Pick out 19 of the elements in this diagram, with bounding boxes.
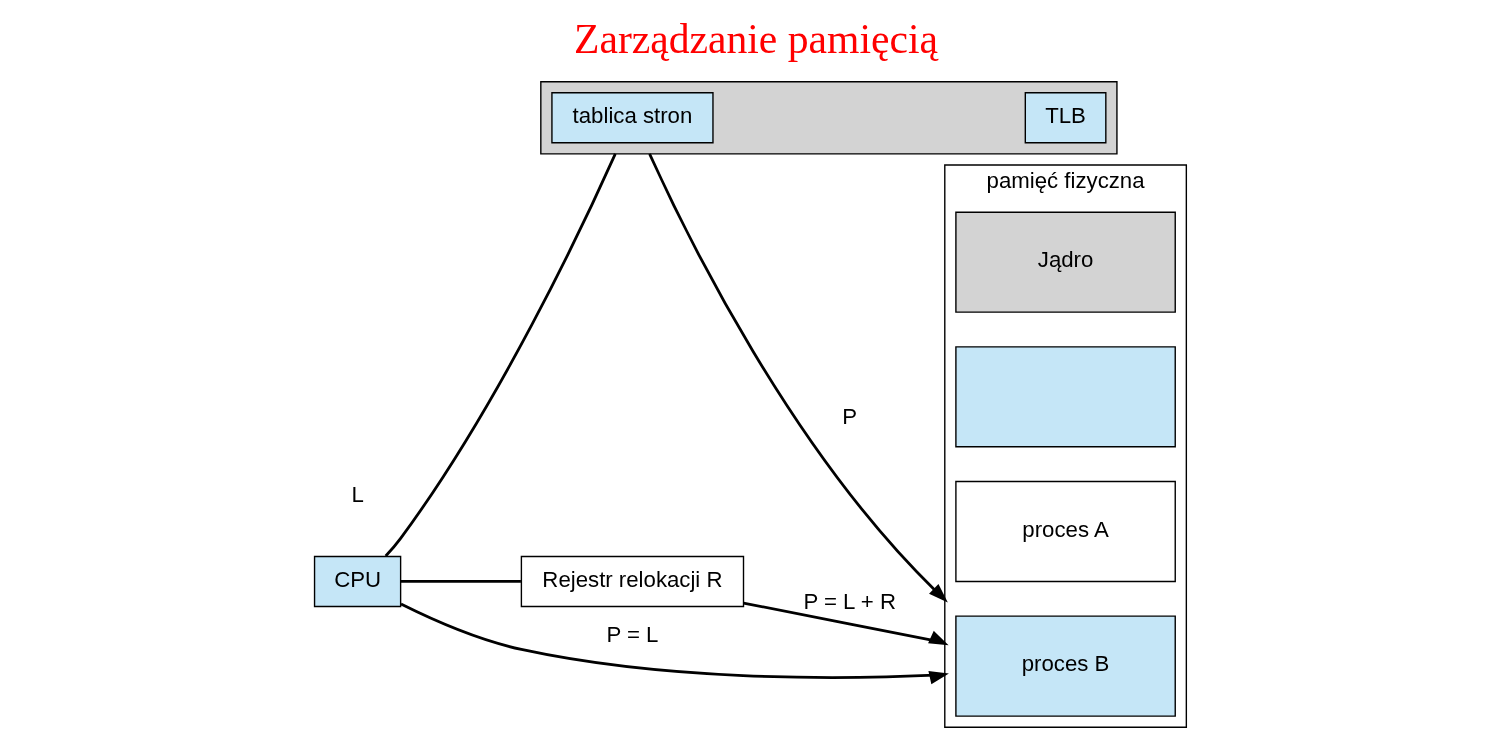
arrow: [743, 601, 949, 646]
edge-label: P = L + R: [803, 588, 896, 614]
diagram-title: Zarządzanie pamięcią: [574, 15, 938, 62]
node-box: CPU: [313, 555, 402, 608]
node-box: Rejestr relokacji R: [520, 555, 745, 608]
edge-label: P: [842, 404, 858, 430]
node-box: tablica stron: [551, 92, 714, 144]
node-box: proces A: [955, 480, 1176, 583]
node-box: [955, 346, 1176, 448]
label: L: [351, 482, 364, 508]
edge-label: P = L: [606, 622, 659, 648]
connector: [384, 153, 617, 557]
cluster: [540, 81, 1118, 155]
node-box: Jądro: [955, 211, 1176, 313]
arrow: [400, 602, 949, 685]
node-box: proces B: [955, 615, 1176, 717]
connector: [400, 580, 521, 583]
arrow: [648, 153, 948, 603]
node-box: TLB: [1024, 92, 1107, 144]
